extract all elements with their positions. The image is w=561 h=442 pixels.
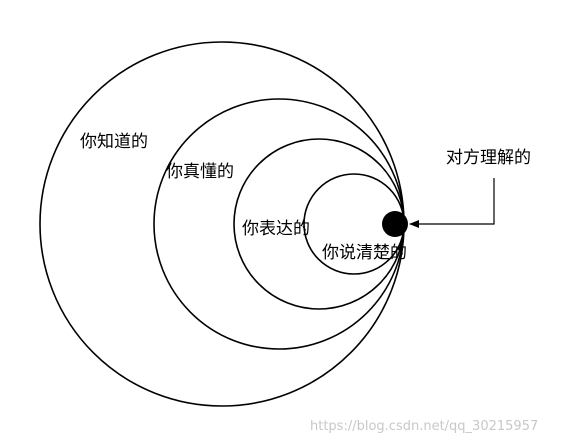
watermark-text: https://blog.csdn.net/qq_30215957 [310, 419, 538, 434]
circle-you-know [39, 41, 405, 407]
label-you-know: 你知道的 [80, 132, 148, 152]
contact-dot [382, 211, 408, 237]
label-other-understands: 对方理解的 [446, 148, 531, 168]
label-you-truly-understand: 你真懂的 [166, 162, 234, 182]
pointer-arrow [409, 178, 495, 228]
label-you-express: 你表达的 [242, 219, 310, 239]
label-you-say-clearly: 你说清楚的 [322, 243, 407, 263]
